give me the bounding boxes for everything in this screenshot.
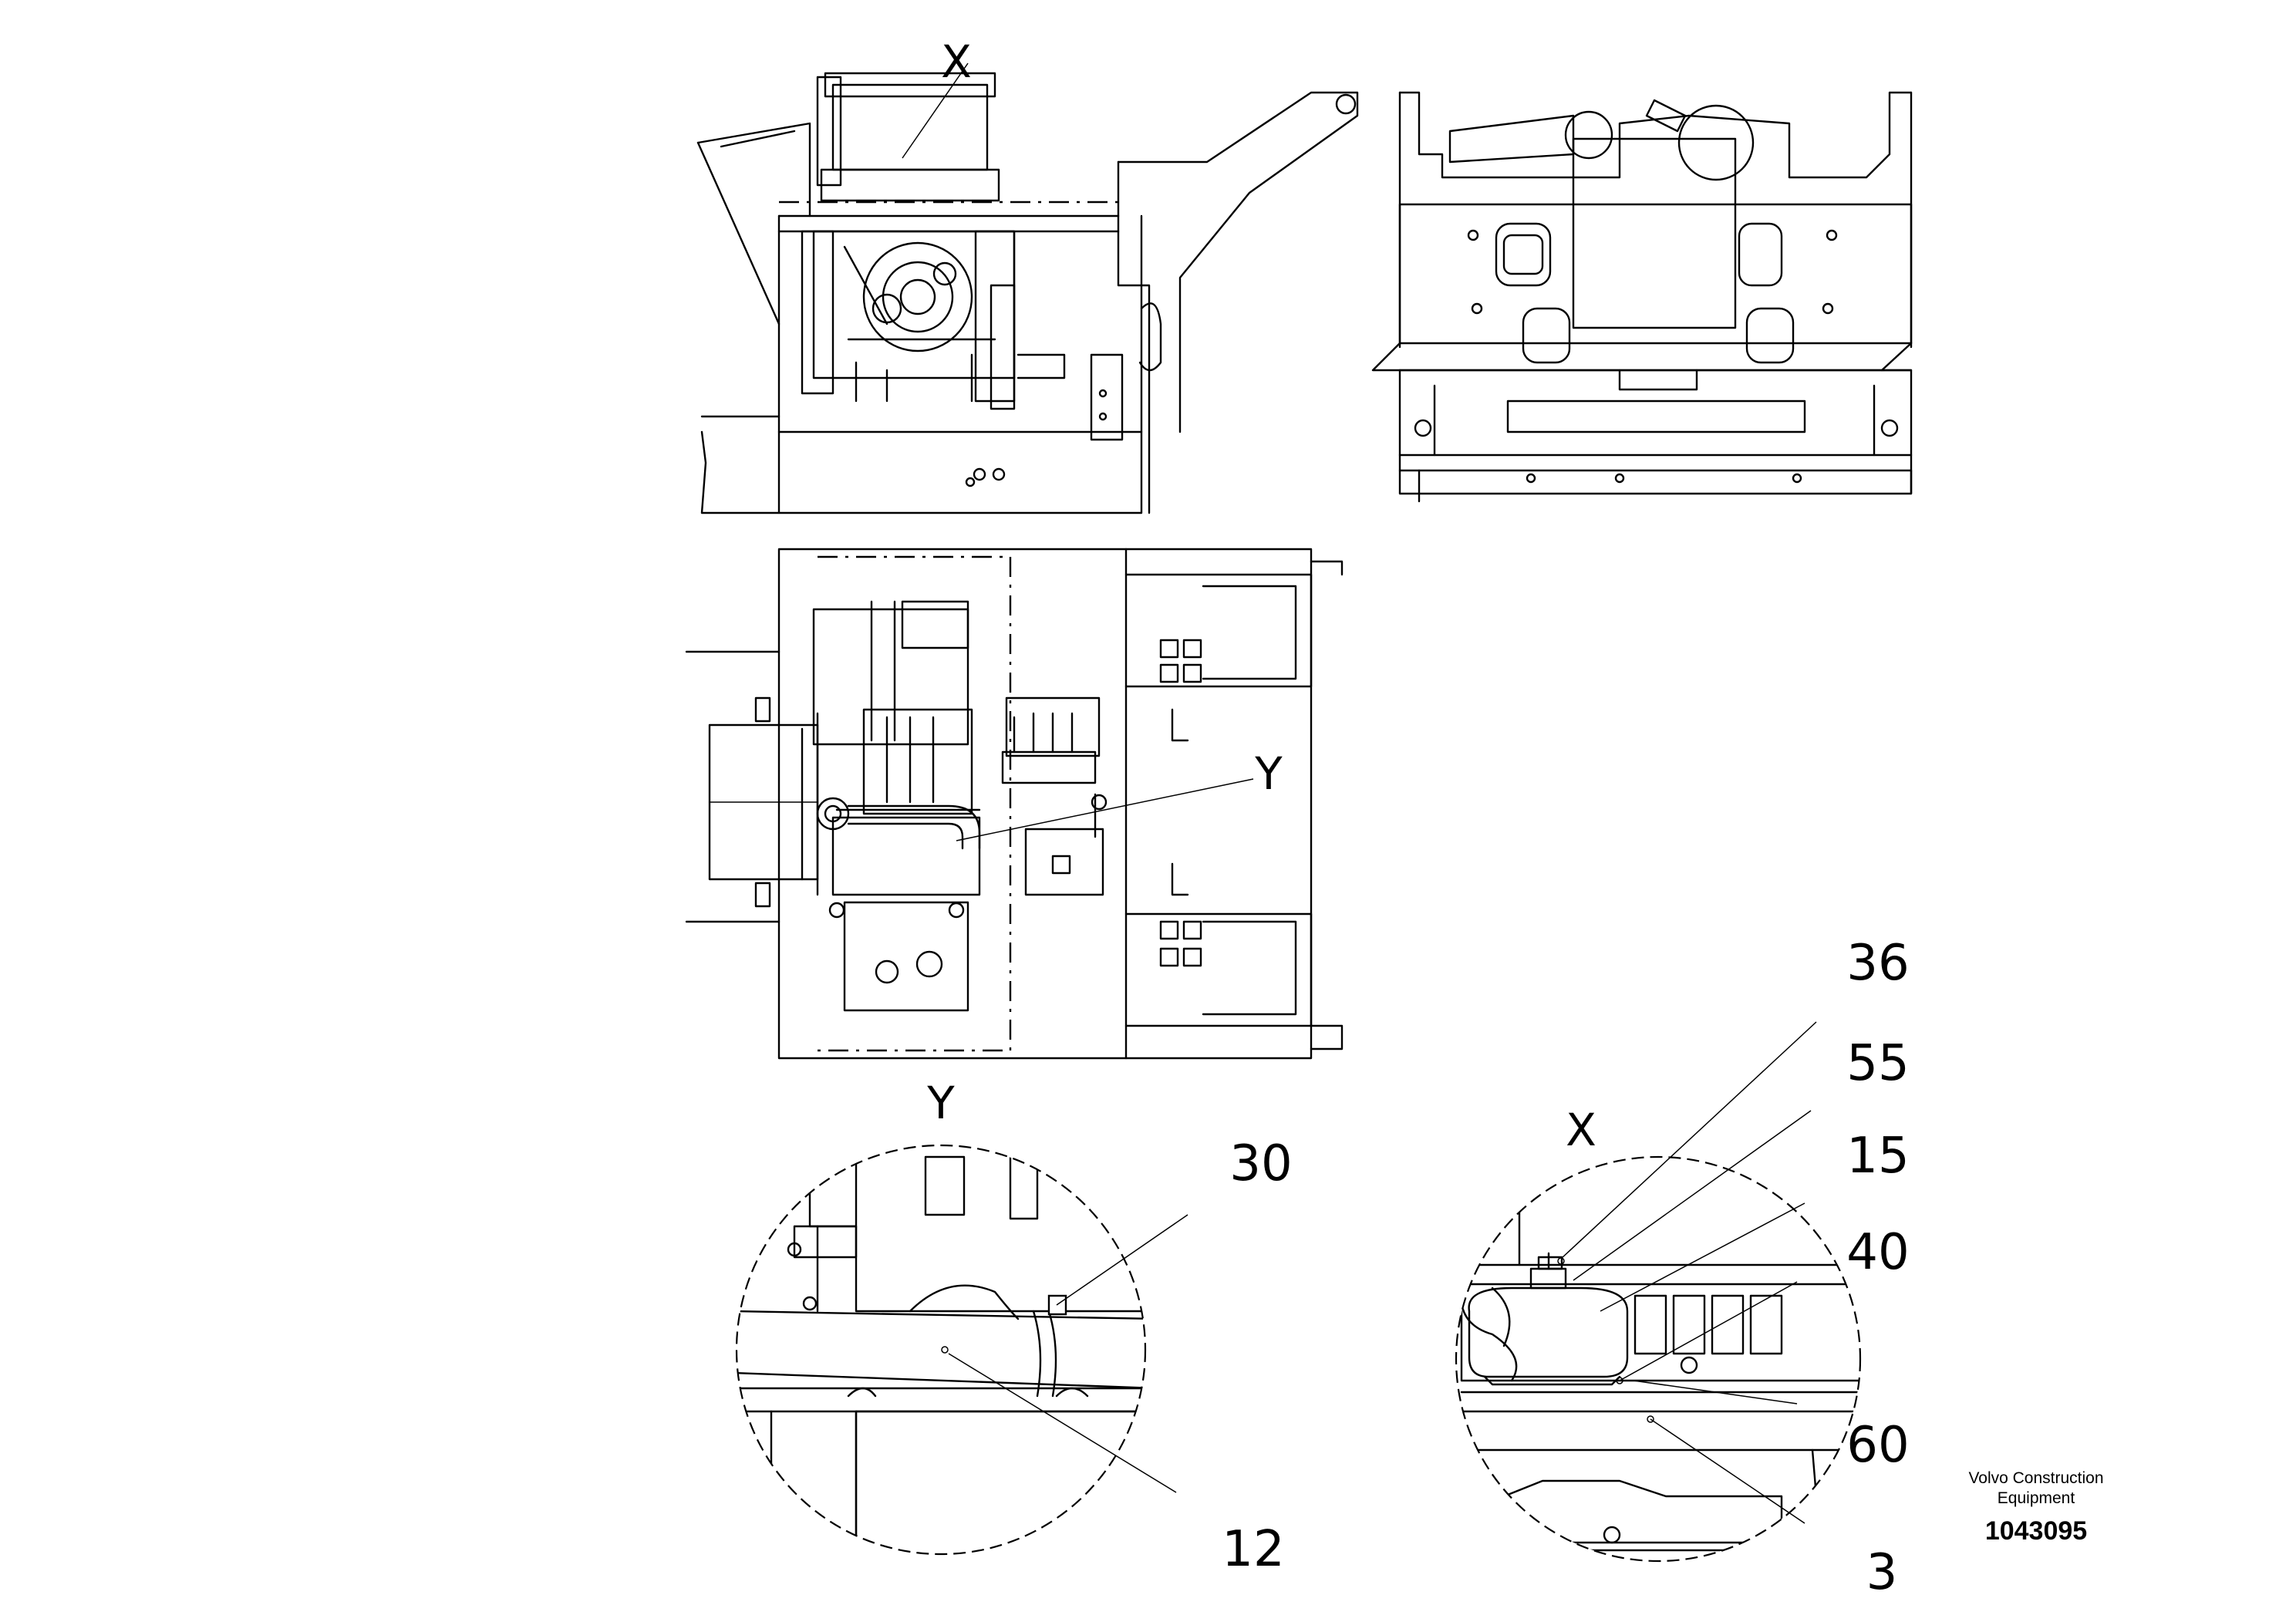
company-name: Volvo Construction Equipment (1968, 1469, 2104, 1507)
callout-40: 40 (1846, 1224, 1909, 1281)
callout-36: 36 (1846, 935, 1909, 992)
document-number: 1043095 (1984, 1516, 2088, 1546)
top-view (685, 548, 1344, 1060)
callout-15: 15 (1846, 1128, 1909, 1185)
callout-60: 60 (1846, 1417, 1909, 1474)
callout-30: 30 (1229, 1135, 1292, 1192)
detail-view-x (1455, 1021, 1862, 1563)
rear-view (1371, 91, 1913, 503)
detail-x-title: X (1566, 1104, 1596, 1156)
callout-12: 12 (1222, 1521, 1284, 1578)
detail-y-title: Y (926, 1077, 955, 1129)
side-view-marker: X (941, 35, 972, 88)
callout-55: 55 (1846, 1035, 1909, 1092)
top-view-marker: Y (1254, 747, 1283, 800)
side-view (696, 62, 1359, 514)
detail-view-y (735, 1144, 1188, 1556)
callout-3: 3 (1866, 1544, 1898, 1601)
